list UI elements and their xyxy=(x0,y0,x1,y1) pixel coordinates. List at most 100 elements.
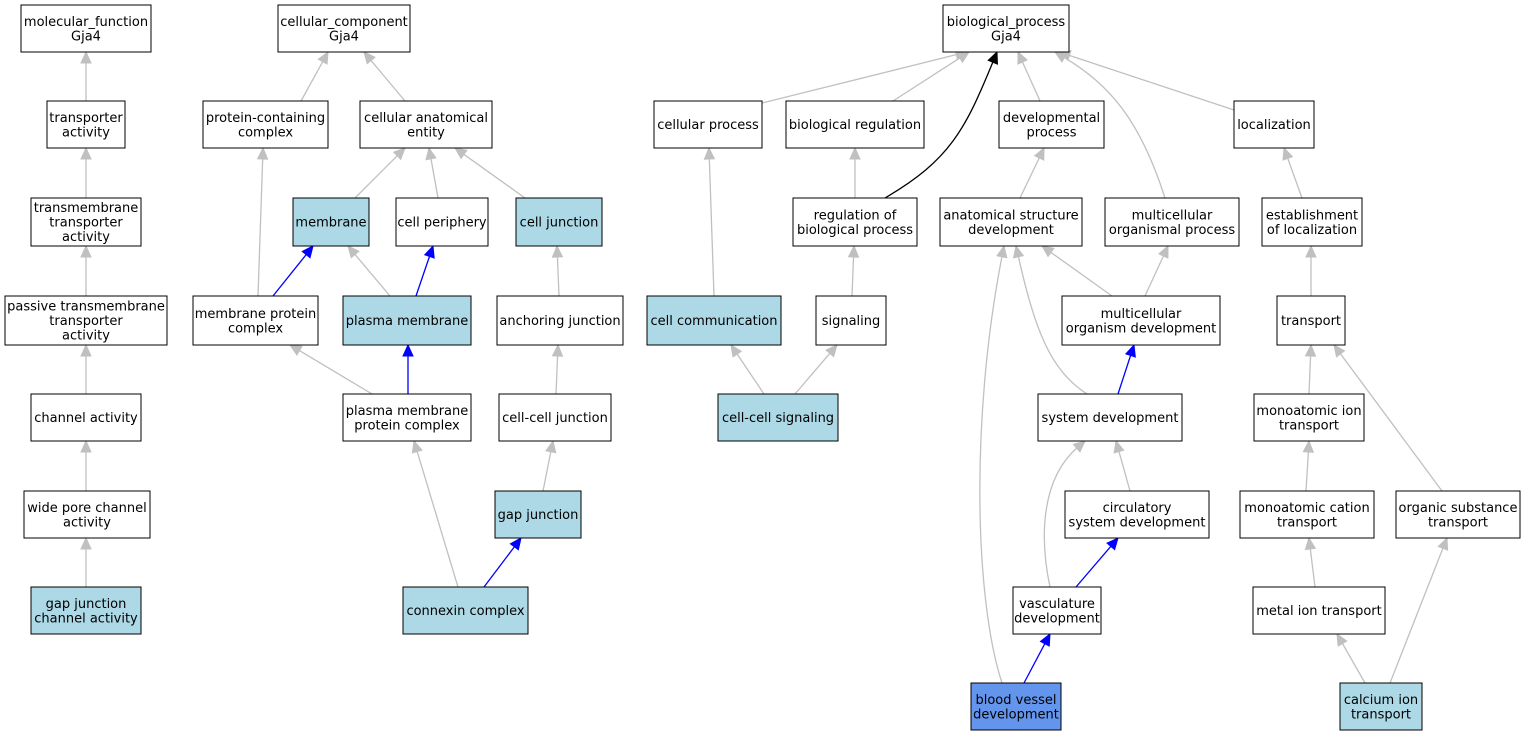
node-box xyxy=(30,197,142,247)
node-label: plasma membrane xyxy=(346,314,469,329)
node-label: biological regulation xyxy=(789,118,921,133)
edge-arrowhead xyxy=(1304,343,1317,357)
node-label: anchoring junction xyxy=(499,314,620,329)
node-box xyxy=(359,100,493,149)
edge-line xyxy=(708,157,715,297)
node-box xyxy=(1276,295,1346,346)
node-box xyxy=(717,393,839,442)
edge-line xyxy=(1049,251,1113,297)
node-gap-junction: gap junction xyxy=(494,490,582,539)
edge-blood-vessel-to-vasculature xyxy=(1023,632,1051,684)
edge-line xyxy=(1068,54,1235,111)
node-box xyxy=(785,100,925,149)
edge-wide-pore-to-channel xyxy=(80,439,92,491)
node-box xyxy=(192,295,319,346)
edge-arrowhead xyxy=(80,536,92,550)
edge-bio-reg-to-bp xyxy=(892,51,971,102)
edge-arrowhead xyxy=(317,50,329,65)
node-label: multicellular xyxy=(1132,208,1213,223)
edge-cc-signaling-to-cell-comm xyxy=(730,343,765,395)
node-box xyxy=(1252,586,1386,635)
edge-line xyxy=(1117,354,1132,395)
node-cell-cell-junction: cell-cell junction xyxy=(498,393,612,442)
edge-arrowhead xyxy=(1053,51,1068,63)
edge-cell-periphery-to-cell-anat xyxy=(425,146,439,199)
node-box xyxy=(202,100,329,149)
node-box xyxy=(494,490,582,539)
edge-layer xyxy=(80,49,1449,684)
edge-arrowhead xyxy=(256,146,269,160)
node-box xyxy=(277,4,411,53)
edge-plasma-membrane-to-cell-periphery xyxy=(415,244,435,297)
edge-monoatomic-cation-to-monoatomic-ion xyxy=(1302,439,1315,492)
edge-arrowhead xyxy=(847,244,860,258)
node-label: transporter xyxy=(49,111,123,126)
edge-line xyxy=(272,253,308,297)
node-box xyxy=(342,295,472,346)
node-label: metal ion transport xyxy=(1256,604,1381,619)
edge-multicell-org-dev-to-anat-struct-dev xyxy=(1041,245,1113,297)
edge-metal-ion-to-monoatomic-cation xyxy=(1304,536,1317,588)
node-cell-comm: cell communication xyxy=(646,295,782,346)
node-box xyxy=(815,295,887,346)
edge-arrowhead xyxy=(402,343,414,357)
edge-line xyxy=(1286,157,1303,199)
edge-arrowhead xyxy=(1072,440,1086,453)
edge-line xyxy=(1341,642,1366,684)
edge-transporter-to-mf xyxy=(80,50,92,101)
node-label: molecular_function xyxy=(24,15,148,30)
node-label: transporter xyxy=(49,314,123,329)
node-box xyxy=(646,295,782,346)
node-signaling: signaling xyxy=(815,295,887,346)
node-label: developmental xyxy=(1003,111,1100,126)
node-box xyxy=(20,4,152,53)
edge-organic-substance-to-transport xyxy=(1333,344,1443,492)
node-label: activity xyxy=(62,125,110,140)
edge-arrowhead xyxy=(392,147,406,161)
node-label: development xyxy=(968,223,1054,238)
node-label: passive transmembrane xyxy=(7,300,165,315)
edge-line xyxy=(979,255,1003,684)
node-label: activity xyxy=(63,515,111,530)
edge-arrowhead xyxy=(80,439,92,453)
edge-line xyxy=(1063,56,1166,199)
edge-line xyxy=(416,450,459,588)
edge-pm-protein-complex-to-mem-protein-complex xyxy=(288,344,373,395)
edge-line xyxy=(257,157,264,297)
edge-arrowhead xyxy=(1282,146,1294,161)
node-cellular-process: cellular process xyxy=(653,100,763,149)
edge-arrowhead xyxy=(1033,146,1045,161)
edge-line xyxy=(1389,547,1444,684)
node-label: of localization xyxy=(1267,223,1357,238)
node-label: Gja4 xyxy=(991,29,1021,44)
edge-reg-bio-process-to-bio-reg xyxy=(849,146,861,198)
node-label: transport xyxy=(1281,314,1341,329)
edge-line xyxy=(892,56,961,102)
edge-gap-junction-to-cell-cell-junction xyxy=(542,439,557,492)
node-box xyxy=(30,393,142,442)
edge-cell-comm-to-cellular-process xyxy=(703,146,716,297)
edge-arrowhead xyxy=(825,344,838,358)
node-box xyxy=(970,682,1062,731)
edge-cell-anat-to-cc xyxy=(363,51,406,102)
edge-arrowhead xyxy=(1017,50,1028,65)
edge-line xyxy=(556,255,560,297)
edge-connexin-to-gap-junction xyxy=(483,537,522,588)
edge-transport-to-est-localization xyxy=(1305,244,1317,296)
node-cc-signaling: cell-cell signaling xyxy=(717,393,839,442)
node-label: Gja4 xyxy=(71,29,101,44)
node-label: development xyxy=(973,707,1059,722)
edge-cc-signaling-to-signaling xyxy=(794,344,838,395)
node-box xyxy=(939,197,1083,247)
node-label: channel activity xyxy=(34,411,138,426)
edge-arrowhead xyxy=(1336,632,1348,647)
node-label: circulatory xyxy=(1103,501,1172,516)
node-label: blood vessel xyxy=(975,693,1056,708)
edge-line xyxy=(884,61,994,199)
